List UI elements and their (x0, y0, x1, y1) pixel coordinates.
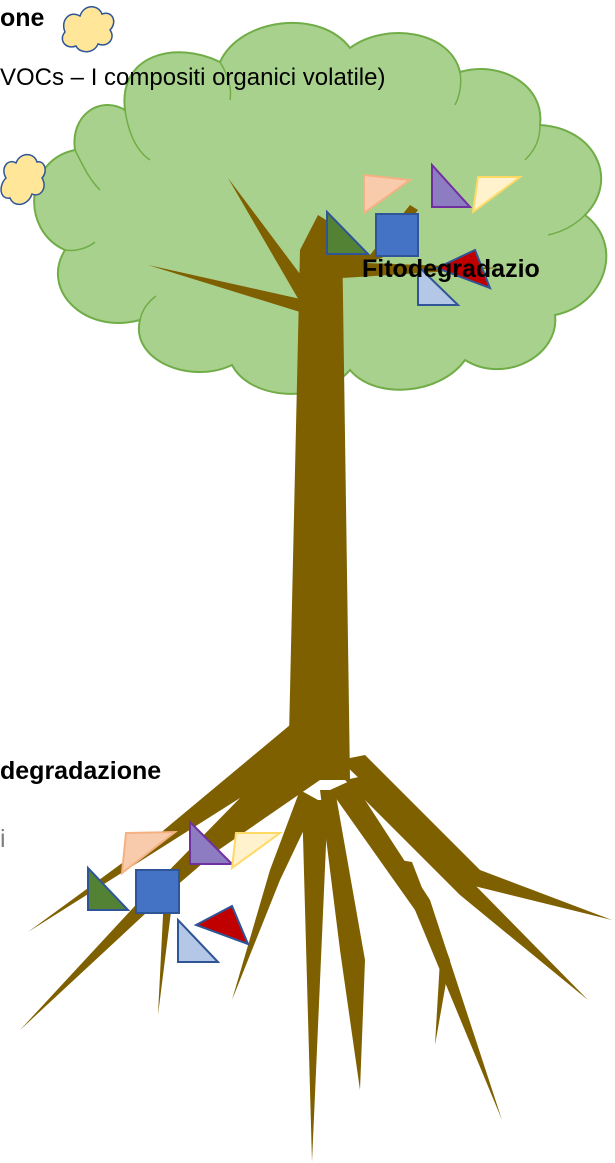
triangle-icon (196, 906, 248, 944)
title-partial-label: one (0, 4, 44, 33)
rizodegradazione-label: degradazione (0, 757, 161, 786)
voc-caption: VOCs – I compositi organici volatile) (0, 64, 385, 92)
fitodegradazione-label: Fitodegradazio (362, 255, 540, 284)
square-icon (136, 870, 179, 913)
square-icon (376, 214, 418, 256)
cloud-icon (62, 7, 113, 52)
tree-roots (20, 725, 612, 1162)
partial-text: i (0, 825, 6, 854)
triangle-icon (122, 832, 175, 873)
